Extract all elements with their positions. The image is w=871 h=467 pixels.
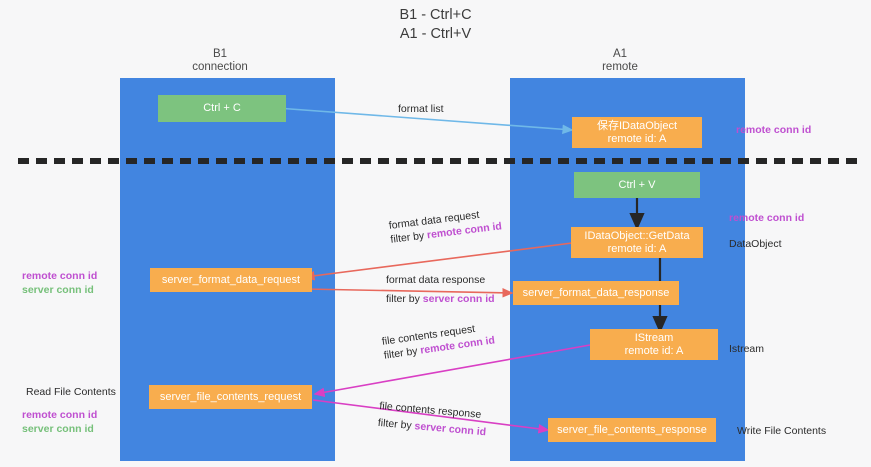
edge-label-format-data-request: format data request filter by remote con… bbox=[388, 205, 503, 246]
edge-label-format-list: format list bbox=[398, 102, 444, 116]
node-save-idataobject[interactable]: 保存IDataObject remote id: A bbox=[572, 117, 702, 148]
edge-label-format-data-response-highlight: server conn id bbox=[422, 293, 495, 305]
annotation-right-dataobject: DataObject bbox=[729, 238, 782, 250]
node-getdata-line2: remote id: A bbox=[607, 242, 667, 255]
node-server-format-data-request[interactable]: server_format_data_request bbox=[150, 268, 312, 292]
node-server-format-data-response-label: server_format_data_response bbox=[522, 286, 670, 299]
edge-label-format-list-text: format list bbox=[398, 103, 444, 115]
edge-label-file-contents-response: file contents response filter by server … bbox=[377, 399, 488, 439]
annotation-right-write-file-contents: Write File Contents bbox=[737, 425, 827, 437]
edge-label-format-data-response-line2: filter by server conn id bbox=[386, 292, 495, 306]
column-header-left: B1 connection bbox=[192, 48, 248, 73]
node-istream-line2: remote id: A bbox=[624, 344, 684, 357]
node-ctrl-v[interactable]: Ctrl + V bbox=[574, 172, 700, 198]
node-server-file-contents-request-label: server_file_contents_request bbox=[159, 390, 302, 403]
edge-label-format-data-response-line1: format data response bbox=[386, 274, 486, 286]
annotation-left-server-conn-id-mid: server conn id bbox=[22, 284, 94, 296]
column-header-right: A1 remote bbox=[602, 48, 638, 73]
annotation-right-remote-conn-id-top: remote conn id bbox=[736, 124, 812, 136]
annotation-left-remote-conn-id-mid: remote conn id bbox=[22, 270, 98, 282]
node-ctrl-c-label: Ctrl + C bbox=[203, 102, 241, 114]
node-server-file-contents-response[interactable]: server_file_contents_response bbox=[548, 418, 716, 442]
node-istream[interactable]: IStream remote id: A bbox=[590, 329, 718, 360]
node-idataobject-getdata[interactable]: IDataObject::GetData remote id: A bbox=[571, 227, 703, 258]
node-ctrl-v-label: Ctrl + V bbox=[618, 178, 656, 191]
node-ctrl-c[interactable]: Ctrl + C bbox=[158, 95, 286, 122]
node-getdata-line1: IDataObject::GetData bbox=[584, 229, 690, 242]
edge-label-file-contents-response-highlight: server conn id bbox=[414, 420, 487, 439]
annotation-left-server-conn-id-low: server conn id bbox=[22, 423, 94, 435]
annotation-right-remote-conn-id-mid: remote conn id bbox=[729, 212, 805, 224]
node-server-format-data-request-label: server_format_data_request bbox=[161, 273, 301, 286]
edge-label-file-contents-request: file contents request filter by remote c… bbox=[381, 319, 496, 362]
edge-label-format-data-request-prefix: filter by bbox=[389, 229, 428, 246]
node-server-file-contents-request[interactable]: server_file_contents_request bbox=[149, 385, 312, 409]
edge-label-format-data-response-prefix: filter by bbox=[386, 293, 423, 305]
node-istream-line1: IStream bbox=[634, 331, 674, 344]
node-server-format-data-response[interactable]: server_format_data_response bbox=[513, 281, 679, 305]
edge-label-format-data-response: format data response filter by server co… bbox=[386, 273, 495, 306]
edge-label-file-contents-response-prefix: filter by bbox=[377, 416, 416, 433]
node-save-idataobject-line1: 保存IDataObject bbox=[596, 119, 678, 132]
annotation-left-read-file-contents: Read File Contents bbox=[26, 386, 116, 398]
edge-label-file-contents-request-prefix: filter by bbox=[383, 344, 422, 362]
node-save-idataobject-line2: remote id: A bbox=[607, 132, 667, 145]
node-server-file-contents-response-label: server_file_contents_response bbox=[557, 423, 707, 436]
annotation-left-remote-conn-id-low: remote conn id bbox=[22, 409, 98, 421]
annotation-right-istream: Istream bbox=[729, 343, 765, 355]
page-title: B1 - Ctrl+C A1 - Ctrl+V bbox=[399, 7, 472, 42]
